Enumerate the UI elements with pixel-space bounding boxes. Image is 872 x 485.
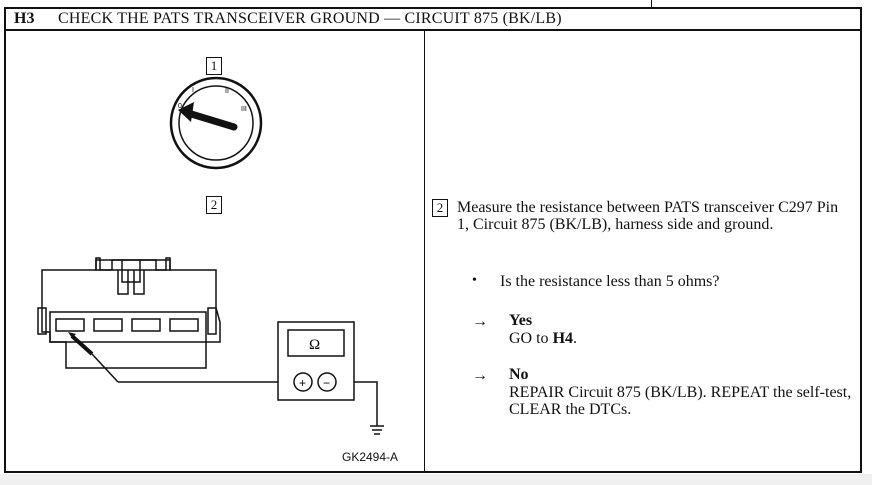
test-question: Is the resistance less than 5 ohms? (500, 273, 720, 290)
test-probe-icon (68, 332, 119, 383)
yes-action: GO to H4. (509, 330, 854, 347)
step-title: CHECK THE PATS TRANSCEIVER GROUND — CIRC… (58, 10, 562, 27)
step-instruction: Measure the resistance between PATS tran… (457, 199, 839, 233)
plus-terminal: + (299, 376, 306, 390)
step-header: H3 CHECK THE PATS TRANSCEIVER GROUND — C… (4, 7, 862, 31)
step-body-box (4, 30, 862, 473)
step-number-box: 2 (432, 199, 448, 217)
top-rule (0, 0, 872, 4)
header-tick (651, 0, 652, 7)
yes-action-suffix: . (573, 330, 578, 347)
bottom-margin (0, 474, 872, 485)
column-divider (424, 30, 425, 473)
instructions-panel: 2 Measure the resistance between PATS tr… (430, 32, 858, 471)
ignition-switch-icon (169, 76, 263, 170)
wiring-diagram: 0 I II III (37, 76, 384, 435)
ground-icon (370, 425, 384, 435)
callout-2: 2 (206, 196, 222, 214)
no-arrow-icon: → (472, 367, 488, 384)
minus-terminal: − (323, 376, 330, 390)
yes-label: Yes (509, 312, 533, 329)
ohmmeter-icon (277, 321, 355, 401)
no-action: REPAIR Circuit 875 (BK/LB). REPEAT the s… (509, 384, 852, 418)
ohm-symbol: Ω (309, 337, 320, 353)
no-label: No (509, 366, 529, 383)
yes-action-target[interactable]: H4 (552, 330, 574, 347)
question-bullet: • (472, 273, 477, 288)
yes-arrow-icon: → (472, 313, 488, 330)
figure-id: GK2494-A (342, 450, 399, 464)
step-code: H3 (14, 10, 35, 27)
test-figure: 1 2 0 I II III (6, 32, 424, 471)
yes-action-prefix: GO to (509, 330, 553, 347)
ign-pos-2: II (225, 88, 229, 95)
ign-pos-1: I (192, 87, 194, 94)
ign-pos-3: III (241, 106, 247, 113)
connector-c297-icon (37, 257, 221, 369)
callout-1: 1 (206, 57, 222, 75)
ign-pos-0: 0 (178, 103, 182, 110)
